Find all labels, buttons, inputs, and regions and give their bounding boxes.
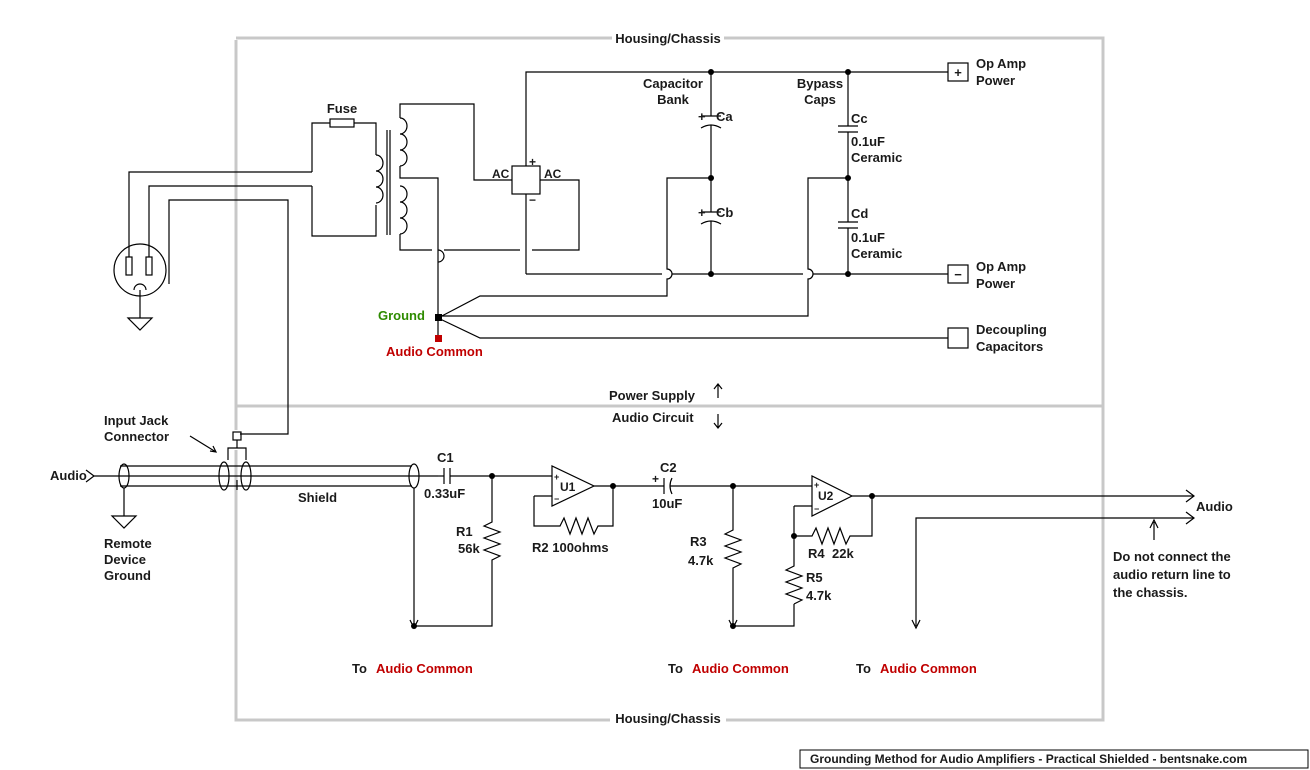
audio-common-label: Audio Common xyxy=(386,344,483,359)
caption-text: Grounding Method for Audio Amplifiers - … xyxy=(810,752,1247,766)
resistor-r5 xyxy=(784,536,804,605)
fuse-label: Fuse xyxy=(327,101,357,116)
capacitor-cd-label: Cd xyxy=(851,206,868,221)
capacitor-c1 xyxy=(438,468,552,484)
c2-label: C2 xyxy=(660,460,677,475)
op-amp-power-pos-terminal xyxy=(947,62,969,82)
r5-label: R5 xyxy=(806,570,823,585)
to-prefix-2: To xyxy=(668,661,683,676)
capacitor-cd-value-2: Ceramic xyxy=(851,246,902,261)
capacitor-cb-plus: + xyxy=(698,205,706,220)
op-amp-power-neg-label-2: Power xyxy=(976,276,1015,291)
capacitor-ca xyxy=(700,72,722,212)
to-audio-common-text-2: Audio Common xyxy=(692,661,789,676)
resistor-r3 xyxy=(723,483,795,630)
u2-minus: − xyxy=(814,504,819,514)
op-amp-u1 xyxy=(533,465,634,536)
capacitor-ca-plus: + xyxy=(698,109,706,124)
audio-out-label: Audio xyxy=(1196,499,1233,514)
audio-in-label: Audio xyxy=(50,468,87,483)
to-audio-common-text-3: Audio Common xyxy=(880,661,977,676)
op-amp-u2 xyxy=(791,475,1194,546)
r5-value: 4.7k xyxy=(806,588,832,603)
housing-chassis-bottom-label: Housing/Chassis xyxy=(615,711,720,726)
transformer-secondary xyxy=(399,117,408,235)
c2-plus: + xyxy=(652,472,659,486)
to-audio-common-text-1: Audio Common xyxy=(376,661,473,676)
bridge-plus-label: + xyxy=(529,155,536,169)
power-supply-label: Power Supply xyxy=(609,388,696,403)
audio-circuit-label: Audio Circuit xyxy=(612,410,694,425)
c1-label: C1 xyxy=(437,450,454,465)
capacitor-bank-label-1: Capacitor xyxy=(643,76,703,91)
capacitor-bank-label-2: Bank xyxy=(657,92,690,107)
decoupling-terminal xyxy=(947,327,969,349)
bridge-ac-right-label: AC xyxy=(544,167,562,181)
bridge-rectifier xyxy=(511,165,541,274)
to-prefix-3: To xyxy=(856,661,871,676)
input-jack-label-1: Input Jack xyxy=(104,413,169,428)
r1-value: 56k xyxy=(458,541,480,556)
c2-value: 10uF xyxy=(652,496,682,511)
to-audio-common-3: To Audio Common xyxy=(856,661,977,676)
to-audio-common-2: To Audio Common xyxy=(668,661,789,676)
op-amp-power-neg-label-1: Op Amp xyxy=(976,259,1026,274)
u1-plus: + xyxy=(554,472,559,482)
capacitor-cc-label: Cc xyxy=(851,111,868,126)
power-junctions xyxy=(708,69,851,277)
capacitor-cb-label: Cb xyxy=(716,205,733,220)
capacitor-cc-value-2: Ceramic xyxy=(851,150,902,165)
capacitor-ca-label: Ca xyxy=(716,109,733,124)
u2-plus: + xyxy=(814,480,819,490)
r2-label: R2 100ohms xyxy=(532,540,609,555)
u1-label: U1 xyxy=(560,480,576,494)
capacitor-cc-value-1: 0.1uF xyxy=(851,134,885,149)
capacitor-c2 xyxy=(634,477,812,495)
ground-star-point xyxy=(435,314,442,321)
r4-label: R4 xyxy=(808,546,825,561)
u1-minus: − xyxy=(554,494,559,504)
bypass-caps-label-2: Caps xyxy=(804,92,836,107)
decoupling-label-2: Capacitors xyxy=(976,339,1043,354)
audio-common-point xyxy=(435,335,442,342)
transformer-primary xyxy=(375,154,384,204)
to-audio-common-1: To Audio Common xyxy=(352,661,473,676)
note-line-2: audio return line to xyxy=(1113,567,1231,582)
u2-label: U2 xyxy=(818,489,834,503)
caption-box xyxy=(799,749,1309,769)
input-jack-label-2: Connector xyxy=(104,429,169,444)
ac-outlet xyxy=(113,171,312,435)
bridge-ac-left-label: AC xyxy=(492,167,510,181)
c1-value: 0.33uF xyxy=(424,486,465,501)
r3-value: 4.7k xyxy=(688,553,714,568)
capacitor-cb xyxy=(700,211,722,274)
terminal-plus-sign: + xyxy=(954,65,962,80)
r3-label: R3 xyxy=(690,534,707,549)
note-line-3: the chassis. xyxy=(1113,585,1187,600)
op-amp-power-pos-label-2: Power xyxy=(976,73,1015,88)
bridge-minus-label: − xyxy=(529,193,536,207)
capacitor-cd-value-1: 0.1uF xyxy=(851,230,885,245)
resistor-r1 xyxy=(414,473,502,627)
note-line-1: Do not connect the xyxy=(1113,549,1231,564)
capacitor-cd xyxy=(838,221,858,274)
remote-ground-label-3: Ground xyxy=(104,568,151,583)
to-prefix-1: To xyxy=(352,661,367,676)
r4-value: 22k xyxy=(832,546,854,561)
chassis-outline xyxy=(234,36,1105,722)
terminal-minus-sign: − xyxy=(954,267,962,282)
housing-chassis-top-label: Housing/Chassis xyxy=(615,31,720,46)
decoupling-label-1: Decoupling xyxy=(976,322,1047,337)
remote-ground-label-2: Device xyxy=(104,552,146,567)
op-amp-power-pos-label-1: Op Amp xyxy=(976,56,1026,71)
shield-label: Shield xyxy=(298,490,337,505)
ground-label: Ground xyxy=(378,308,425,323)
remote-ground-label-1: Remote xyxy=(104,536,152,551)
bypass-caps-label-1: Bypass xyxy=(797,76,843,91)
r1-label: R1 xyxy=(456,524,473,539)
op-amp-power-neg-terminal xyxy=(947,264,969,284)
fuse xyxy=(329,118,355,128)
